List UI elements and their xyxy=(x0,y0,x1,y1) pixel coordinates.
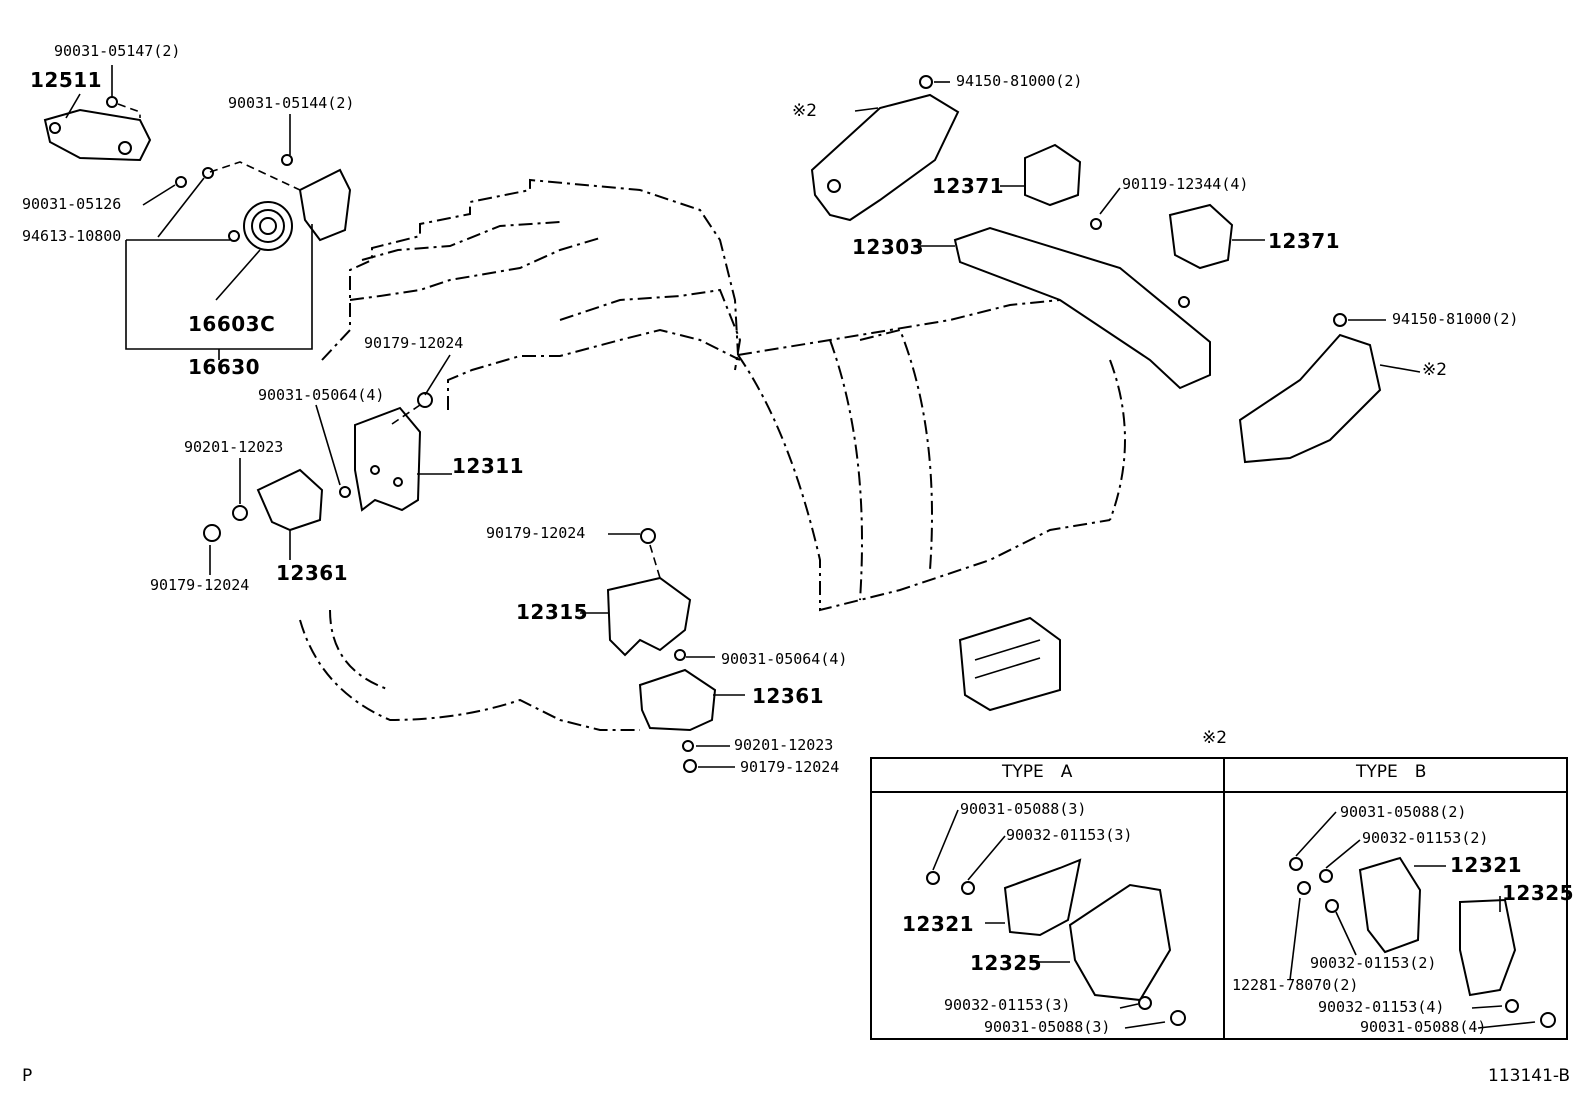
label-90031-05144[interactable]: 90031-05144(2) xyxy=(228,94,355,112)
label-12371-top[interactable]: 12371 xyxy=(932,174,1005,198)
label-type-a-12325[interactable]: 12325 xyxy=(970,951,1043,975)
label-type-b-90032-01153-b[interactable]: 90032-01153(2) xyxy=(1310,954,1437,972)
engine-outline xyxy=(299,178,742,731)
label-type-a-90032-01153-a[interactable]: 90032-01153(3) xyxy=(1006,826,1133,844)
type-b-parts xyxy=(1289,811,1556,1029)
label-type-b-90031-05088-b[interactable]: 90031-05088(4) xyxy=(1360,1018,1487,1036)
label-type-a-12321[interactable]: 12321 xyxy=(902,912,975,936)
label-mark2-top: ※2 xyxy=(792,101,818,121)
label-12511[interactable]: 12511 xyxy=(30,68,103,92)
label-12361-center[interactable]: 12361 xyxy=(752,684,825,708)
label-type-b-90032-01153-c[interactable]: 90032-01153(4) xyxy=(1318,998,1445,1016)
label-90201-12023-b[interactable]: 90201-12023 xyxy=(734,736,834,754)
label-90031-05064-a[interactable]: 90031-05064(4) xyxy=(258,386,385,404)
mount-12371-top xyxy=(1000,143,1121,230)
heat-shield-part xyxy=(958,616,1061,712)
label-90179-12024-b[interactable]: 90179-12024 xyxy=(150,576,250,594)
label-mark2-box: ※2 xyxy=(1202,728,1228,748)
bracket-12311 xyxy=(315,354,452,512)
pulley-16603c xyxy=(125,114,352,360)
label-type-a-90031-05088-b[interactable]: 90031-05088(3) xyxy=(984,1018,1111,1036)
label-94150-81000-b[interactable]: 94150-81000(2) xyxy=(1392,310,1519,328)
label-90179-12024-c[interactable]: 90179-12024 xyxy=(486,524,586,542)
label-90179-12024-d[interactable]: 90179-12024 xyxy=(740,758,840,776)
label-94150-81000-a[interactable]: 94150-81000(2) xyxy=(956,72,1083,90)
label-mark2-right: ※2 xyxy=(1422,360,1448,380)
label-12371-right[interactable]: 12371 xyxy=(1268,229,1341,253)
label-16603c[interactable]: 16603C xyxy=(188,312,276,336)
label-type-b-90031-05088[interactable]: 90031-05088(2) xyxy=(1340,803,1467,821)
footer-diagram-id: 113141-B xyxy=(1488,1066,1571,1086)
type-a-title: TYPE A xyxy=(1002,762,1073,782)
label-12303[interactable]: 12303 xyxy=(852,235,925,259)
mount-12371-right xyxy=(1168,203,1265,270)
type-table xyxy=(870,757,1568,1040)
mount-12361-center xyxy=(638,668,745,773)
label-type-b-12325[interactable]: 12325 xyxy=(1502,881,1575,905)
label-90031-05147[interactable]: 90031-05147(2) xyxy=(54,42,181,60)
label-12311[interactable]: 12311 xyxy=(452,454,525,478)
label-type-a-90032-01153-b[interactable]: 90032-01153(3) xyxy=(944,996,1071,1014)
label-90031-05064-b[interactable]: 90031-05064(4) xyxy=(721,650,848,668)
transmission-outline xyxy=(737,299,1126,612)
type-table-divider-horizontal xyxy=(870,791,1568,793)
bracket-12511 xyxy=(43,65,152,162)
bracket-12315 xyxy=(580,528,715,661)
footer-left-code: P xyxy=(22,1066,33,1086)
label-type-b-12321[interactable]: 12321 xyxy=(1450,853,1523,877)
mount-12361-left xyxy=(203,458,324,575)
type-table-divider-vertical xyxy=(1223,757,1225,1040)
label-12315[interactable]: 12315 xyxy=(516,600,589,624)
label-90179-12024-a[interactable]: 90179-12024 xyxy=(364,334,464,352)
label-12361-left[interactable]: 12361 xyxy=(276,561,349,585)
label-type-a-90031-05088-a[interactable]: 90031-05088(3) xyxy=(960,800,1087,818)
bracket-mark2-top xyxy=(810,75,960,222)
label-90031-05126[interactable]: 90031-05126 xyxy=(22,195,122,213)
crossmember-12303 xyxy=(920,226,1211,390)
label-94613-10800[interactable]: 94613-10800 xyxy=(22,227,122,245)
type-a-parts xyxy=(926,809,1186,1029)
label-type-b-90032-01153-a[interactable]: 90032-01153(2) xyxy=(1362,829,1489,847)
label-90119-12344[interactable]: 90119-12344(4) xyxy=(1122,175,1249,193)
label-type-b-12281-78070[interactable]: 12281-78070(2) xyxy=(1232,976,1359,994)
label-90201-12023-a[interactable]: 90201-12023 xyxy=(184,438,284,456)
label-16630[interactable]: 16630 xyxy=(188,355,261,379)
type-b-title: TYPE B xyxy=(1356,762,1427,782)
bracket-mark2-right xyxy=(1238,313,1421,464)
